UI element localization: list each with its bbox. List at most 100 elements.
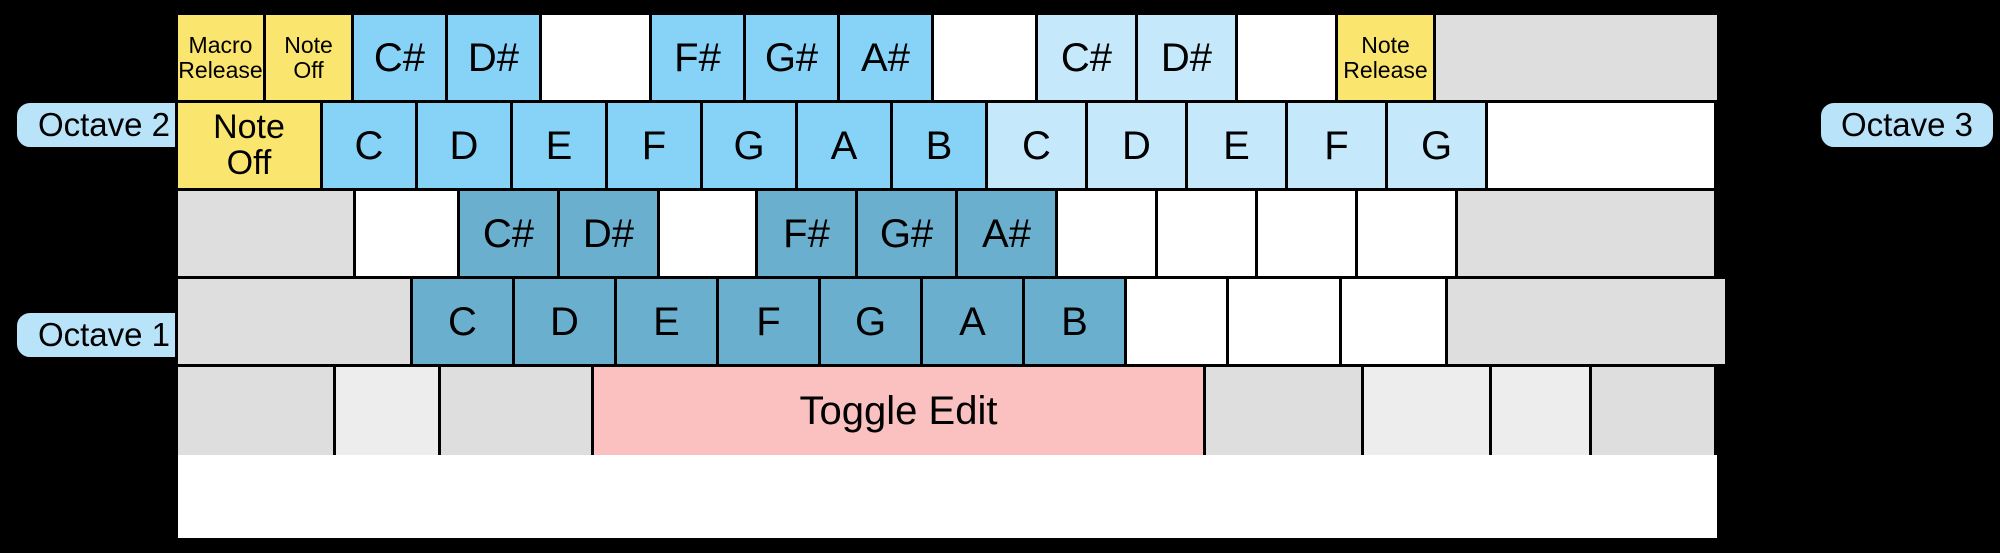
key-blank <box>1258 191 1358 279</box>
key-label: D <box>449 123 479 168</box>
key-label: F# <box>674 35 721 80</box>
key-row-modifier-row: Toggle Edit <box>178 367 1717 455</box>
key-blank <box>934 15 1038 103</box>
key-blank <box>1458 191 1717 279</box>
key-blank <box>1342 279 1448 367</box>
key-g[interactable]: G <box>1388 103 1488 191</box>
key-e[interactable]: E <box>617 279 719 367</box>
key-label: C# <box>1060 35 1113 80</box>
key-dsharp[interactable]: D# <box>448 15 542 103</box>
octave-1-label: Octave 1 <box>14 310 194 360</box>
key-label: A# <box>861 35 910 80</box>
key-g[interactable]: G <box>821 279 923 367</box>
key-asharp[interactable]: A# <box>840 15 934 103</box>
key-csharp[interactable]: C# <box>460 191 560 279</box>
key-label: Off <box>226 143 272 182</box>
key-label: C# <box>373 35 426 80</box>
key-f[interactable]: F <box>1288 103 1388 191</box>
key-label: F <box>641 123 667 168</box>
key-label: G <box>1420 123 1453 168</box>
key-f[interactable]: F <box>719 279 821 367</box>
octave-3-label: Octave 3 <box>1818 100 1996 150</box>
key-a[interactable]: A <box>798 103 893 191</box>
key-asharp[interactable]: A# <box>958 191 1058 279</box>
key-label: D <box>1122 123 1151 168</box>
key-label: F <box>756 299 781 344</box>
key-label: C <box>354 123 384 168</box>
key-blank <box>178 279 413 367</box>
key-blank <box>1492 367 1592 455</box>
key-a[interactable]: A <box>923 279 1025 367</box>
key-label: Release <box>178 56 263 83</box>
key-label: Off <box>293 56 324 83</box>
key-label: Release <box>1343 56 1428 83</box>
key-fsharp[interactable]: F# <box>758 191 858 279</box>
key-label: G# <box>764 35 819 80</box>
key-csharp[interactable]: C# <box>1038 15 1138 103</box>
key-label: F <box>1324 123 1349 168</box>
key-label: G <box>733 123 765 168</box>
key-b[interactable]: B <box>1025 279 1127 367</box>
key-blank <box>1358 191 1458 279</box>
key-gsharp[interactable]: G# <box>858 191 958 279</box>
key-label: F# <box>783 211 830 256</box>
key-label: Note <box>1361 32 1410 59</box>
key-label: Note <box>213 107 285 146</box>
key-label: A <box>959 299 986 344</box>
key-label: Note <box>284 32 333 59</box>
key-label: B <box>1061 299 1088 344</box>
key-dsharp[interactable]: D# <box>1138 15 1238 103</box>
key-d[interactable]: D <box>1088 103 1188 191</box>
key-fsharp[interactable]: F# <box>652 15 746 103</box>
key-label: G <box>854 299 887 344</box>
key-blank <box>1448 279 1728 367</box>
key-blank <box>1364 367 1492 455</box>
key-label: E <box>545 123 573 168</box>
key-label: C# <box>482 211 535 256</box>
key-blank <box>1158 191 1258 279</box>
key-g[interactable]: G <box>703 103 798 191</box>
key-blank <box>1229 279 1342 367</box>
key-blank <box>1436 15 1720 103</box>
key-label: D# <box>467 35 520 80</box>
key-row-octave1-black-keys: C# D# F# G# A# <box>178 191 1717 279</box>
key-d[interactable]: D <box>418 103 513 191</box>
key-e[interactable]: E <box>1188 103 1288 191</box>
key-b[interactable]: B <box>893 103 988 191</box>
key-blank <box>356 191 460 279</box>
key-label: D# <box>1160 35 1213 80</box>
key-c[interactable]: C <box>413 279 515 367</box>
key-label: G# <box>879 211 934 256</box>
key-label: B <box>925 123 953 168</box>
key-label: Toggle Edit <box>799 389 998 433</box>
key-blank <box>1488 103 1717 191</box>
key-blank <box>336 367 441 455</box>
key-blank <box>1206 367 1364 455</box>
key-label: E <box>653 299 680 344</box>
key-blank <box>1592 367 1717 455</box>
key-blank <box>1238 15 1338 103</box>
key-toggle-edit[interactable]: Toggle Edit <box>594 367 1206 455</box>
key-label: E <box>1223 123 1250 168</box>
octave-2-label: Octave 2 <box>14 100 194 150</box>
key-gsharp[interactable]: G# <box>746 15 840 103</box>
key-label: C <box>1022 123 1051 168</box>
key-f[interactable]: F <box>608 103 703 191</box>
key-label: D# <box>582 211 635 256</box>
key-c[interactable]: C <box>988 103 1088 191</box>
key-c[interactable]: C <box>323 103 418 191</box>
key-e[interactable]: E <box>513 103 608 191</box>
key-csharp[interactable]: C# <box>354 15 448 103</box>
key-label: D <box>550 299 579 344</box>
key-dsharp[interactable]: D# <box>560 191 660 279</box>
key-d[interactable]: D <box>515 279 617 367</box>
